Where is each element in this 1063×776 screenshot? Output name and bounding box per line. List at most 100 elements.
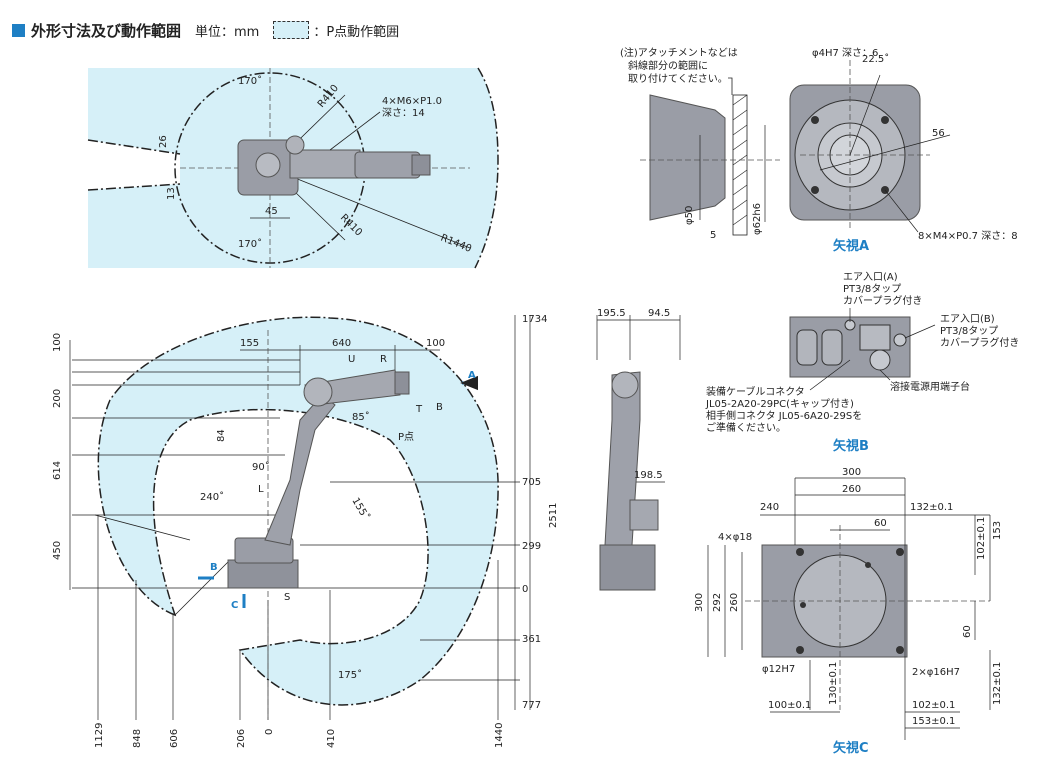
p-point-label: P点 [398, 431, 414, 443]
view-c-h153: 153 [992, 521, 1003, 540]
conn-1: 装備ケーブルコネクタ [706, 385, 805, 398]
view-a-angle: 22.5˚ [862, 53, 889, 65]
side-h450: 450 [52, 541, 63, 560]
view-c-h292: 292 [712, 593, 723, 612]
right-0: 0 [522, 584, 528, 595]
right-361: 361 [522, 634, 541, 645]
view-a-note-2: 斜線部分の範囲に [628, 59, 708, 72]
axis-R: R [380, 354, 387, 365]
view-a: (注)アタッチメントなどは 斜線部分の範囲に 取り付けてください。 φ50 φ6… [620, 46, 1018, 254]
axis-T: T [415, 404, 423, 415]
view-b-label: 矢視B [833, 438, 869, 454]
header-square-icon [12, 23, 25, 37]
view-a-d50: φ50 [684, 206, 695, 225]
right-705: 705 [522, 477, 541, 488]
view-c-label: 矢視C [833, 740, 869, 756]
bottom-1440: 1440 [494, 723, 505, 748]
front-w195: 195.5 [597, 308, 626, 319]
bottom-1129: 1129 [94, 723, 105, 748]
view-c-w153: 153±0.1 [912, 716, 955, 727]
view-c-w132: 132±0.1 [910, 502, 953, 513]
legend-swatch [273, 21, 310, 39]
page-title: 外形寸法及び動作範囲 [31, 21, 182, 40]
side-w640: 640 [332, 338, 351, 349]
right-2511: 2511 [548, 503, 559, 528]
flange-note-2: 深さ：14 [382, 107, 425, 119]
view-c-w102: 102±0.1 [912, 700, 955, 711]
air-a-2: PT3/8タップ [843, 283, 901, 295]
side-view-range-area [97, 316, 499, 706]
view-a-note-1: (注)アタッチメントなどは [620, 46, 738, 59]
front-w94: 94.5 [648, 308, 670, 319]
weld-terminal: 溶接電源用端子台 [890, 380, 970, 393]
side-h614: 614 [52, 461, 63, 480]
view-c-h132: 132±0.1 [992, 662, 1003, 705]
legend-label: ：P点動作範囲 [313, 24, 400, 40]
top-dim-45: 45 [265, 206, 278, 217]
flange-note-1: 4×M6×P1.0 [382, 96, 442, 107]
view-c-d12: φ12H7 [762, 664, 795, 675]
right-299: 299 [522, 541, 541, 552]
view-c-h300: 300 [694, 593, 705, 612]
top-angle-170-lower: 170˚ [238, 238, 262, 250]
top-dim-13: 13 [166, 187, 177, 200]
unit-label: 単位：mm [195, 24, 260, 40]
angle-85: 85˚ [352, 411, 370, 423]
view-a-d56: 56 [932, 128, 945, 139]
bottom-606: 606 [169, 729, 180, 748]
air-a-1: エア入口(A) [843, 272, 898, 283]
view-c-h102: 102±0.1 [976, 517, 987, 560]
conn-4: ご準備ください。 [706, 421, 786, 434]
view-a-screw: 8×M4×P0.7 深さ：8 [918, 230, 1018, 242]
view-a-d5: 5 [710, 230, 716, 241]
top-angle-170-upper: 170˚ [238, 75, 262, 87]
view-c-w300: 300 [842, 467, 861, 478]
view-a-side-shape [649, 94, 726, 221]
bottom-206: 206 [236, 729, 247, 748]
view-c: 300 260 240 60 132±0.1 102±0.1 153 4×φ18… [694, 467, 1003, 756]
bottom-0: 0 [264, 729, 275, 735]
arrow-C-label: C [231, 600, 238, 611]
view-c-w60: 60 [874, 518, 887, 529]
robot-top-shape [237, 135, 431, 196]
conn-2: JL05-2A20-29PC(キャップ付き) [705, 397, 854, 410]
view-a-hole: φ4H7 深さ：6 [812, 47, 878, 59]
view-c-h60: 60 [962, 625, 973, 638]
view-a-note-3: 取り付けてください。 [628, 72, 728, 85]
bottom-410: 410 [326, 729, 337, 748]
view-c-holes: 4×φ18 [718, 532, 752, 543]
page-header: 外形寸法及び動作範囲 単位：mm ：P点動作範囲 [12, 20, 399, 40]
top-view: 170˚ 170˚ R410 R410 R1440 26 13 45 4×M6×… [87, 67, 499, 269]
side-h100: 100 [52, 333, 63, 352]
axis-S: S [284, 592, 290, 603]
air-b-3: カバープラグ付き [940, 336, 1019, 349]
axis-B: B [436, 402, 443, 413]
angle-240: 240˚ [200, 491, 224, 503]
side-h200: 200 [52, 389, 63, 408]
view-b: エア入口(A) PT3/8タップ カバープラグ付き エア入口(B) PT3/8タ… [705, 272, 1019, 454]
side-h84: 84 [216, 429, 227, 442]
robot-side-shape [227, 369, 410, 589]
arrow-B-label: B [210, 562, 218, 573]
view-c-d16: 2×φ16H7 [912, 667, 960, 678]
view-c-w240: 240 [760, 502, 779, 513]
angle-155: 155˚ [349, 496, 371, 523]
view-c-w260: 260 [842, 484, 861, 495]
view-c-w100: 100±0.1 [768, 700, 811, 711]
angle-90: 90˚ [252, 461, 270, 473]
side-view: 100 200 84 614 450 155 640 100 U R T B P… [52, 314, 559, 748]
conn-3: 相手側コネクタ JL05-6A20-29Sを [706, 409, 862, 422]
front-base [599, 544, 656, 591]
air-b-2: PT3/8タップ [940, 325, 998, 337]
right-777: 777 [522, 700, 541, 711]
front-w198: 198.5 [634, 470, 663, 481]
bottom-848: 848 [132, 729, 143, 748]
air-a-3: カバープラグ付き [843, 294, 922, 307]
right-1734: 1734 [522, 314, 547, 325]
axis-L: L [258, 484, 264, 495]
air-b-1: エア入口(B) [940, 314, 995, 325]
arrow-A-label: A [468, 370, 476, 381]
side-w155: 155 [240, 338, 259, 349]
view-a-d62: φ62h6 [752, 203, 763, 235]
